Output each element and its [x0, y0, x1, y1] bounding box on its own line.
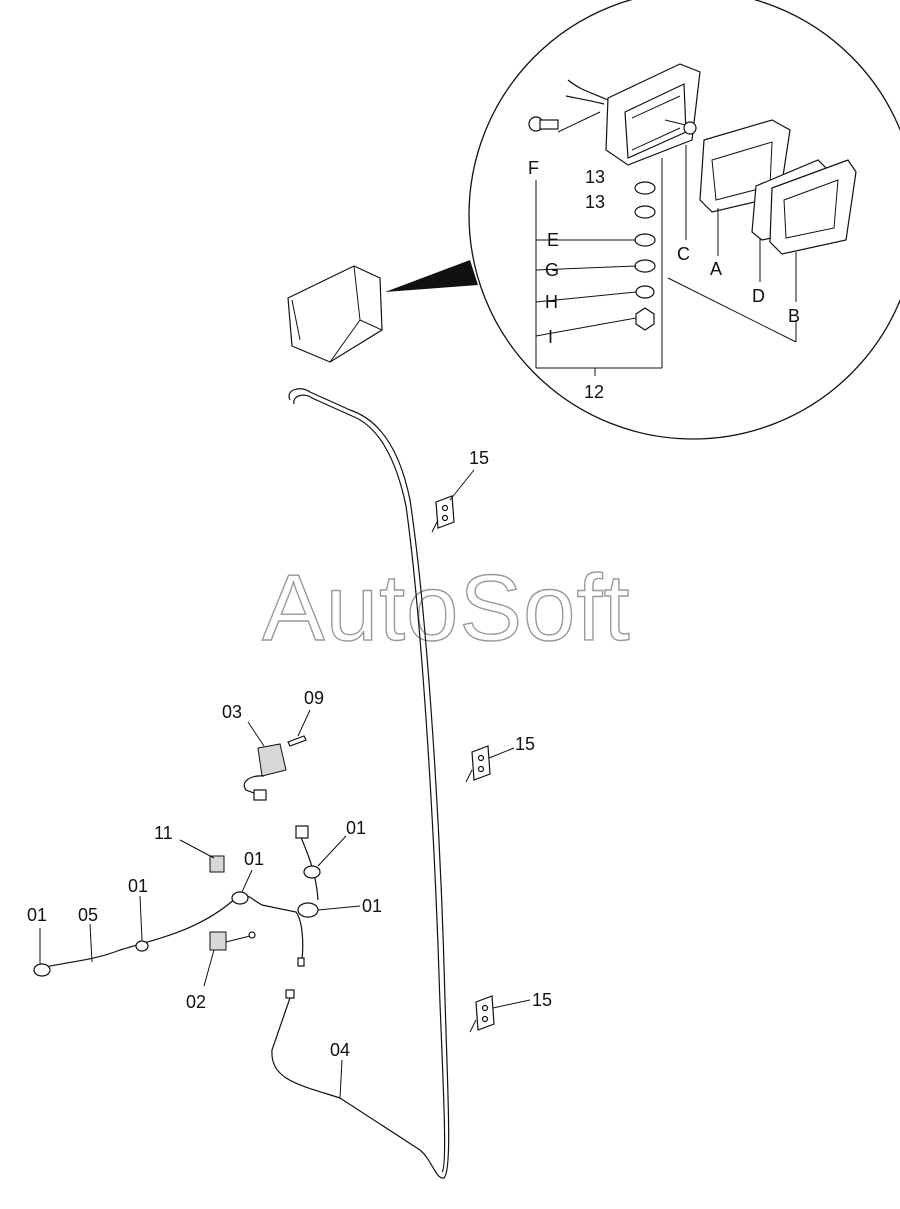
label-13b: 13 [585, 192, 605, 212]
harness-connector [285, 989, 295, 999]
work-lamp [287, 265, 383, 363]
washer-E [634, 233, 656, 247]
lockwasher-H [635, 285, 655, 299]
main-harness [271, 388, 450, 1179]
label-12: 12 [584, 382, 604, 402]
sticker-09 [287, 709, 311, 747]
bracket-15-top [431, 469, 475, 533]
label-15-mid: 15 [515, 734, 535, 754]
washer-13a [634, 181, 656, 195]
switch-03 [243, 721, 287, 801]
bezel-B [769, 159, 857, 255]
label-02: 02 [186, 992, 206, 1012]
label-05: 05 [78, 905, 98, 925]
label-H: H [545, 292, 558, 312]
label-11: 11 [154, 823, 173, 843]
washer-13b [634, 205, 656, 219]
detail-callout: F 13 13 E G H I 12 C A D B [385, 0, 900, 440]
part-02 [203, 931, 256, 987]
label-01-a: 01 [346, 818, 366, 838]
label-I: I [548, 327, 553, 347]
detail-leaders [535, 145, 797, 376]
label-01-c: 01 [362, 896, 382, 916]
label-15-top: 15 [469, 448, 489, 468]
nut-I [635, 307, 655, 331]
label-G: G [545, 260, 559, 280]
watermark: AutoSoft [262, 555, 631, 660]
label-03: 03 [222, 702, 242, 722]
washer-G [634, 259, 656, 273]
bracket-15-mid [465, 745, 515, 783]
bolt-F [528, 111, 601, 133]
label-F: F [528, 158, 539, 178]
label-13a: 13 [585, 167, 605, 187]
detail-circle [468, 0, 900, 440]
relay-11 [179, 839, 225, 873]
label-D: D [752, 286, 765, 306]
label-01-e: 01 [27, 905, 47, 925]
label-E: E [547, 230, 559, 250]
label-09: 09 [304, 688, 324, 708]
label-A: A [710, 259, 722, 279]
magnify-pointer [385, 260, 478, 292]
label-15-bot: 15 [532, 990, 552, 1010]
label-B: B [788, 306, 800, 326]
lamp-housing [565, 63, 701, 166]
bracket-15-bot [469, 995, 531, 1033]
label-01-b: 01 [244, 849, 264, 869]
label-01-d: 01 [128, 876, 148, 896]
lower-leaders [39, 835, 361, 1099]
label-C: C [677, 244, 690, 264]
harness-05 [33, 825, 321, 977]
label-04: 04 [330, 1040, 350, 1060]
